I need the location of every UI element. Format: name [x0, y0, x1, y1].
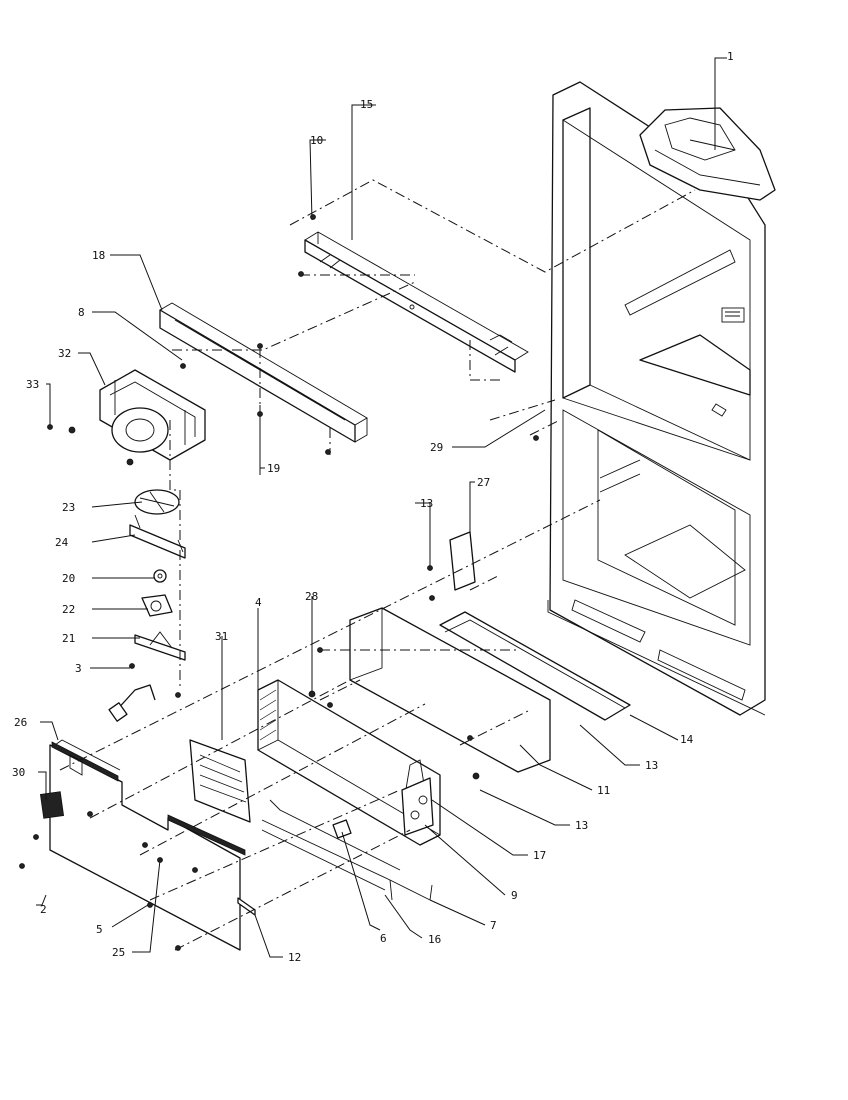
callout-22: 22	[62, 603, 75, 616]
callout-16: 16	[428, 933, 441, 946]
callout-13b: 13	[645, 759, 658, 772]
callout-31: 31	[215, 630, 228, 643]
callout-10: 10	[310, 134, 323, 147]
callout-29: 29	[430, 441, 443, 454]
evaporator-fan-shroud	[99, 369, 206, 461]
fan-wiring	[108, 684, 156, 722]
callout-5: 5	[96, 923, 103, 936]
leader-lines	[36, 57, 727, 958]
callout-24: 24	[55, 536, 69, 549]
suction-line	[401, 759, 434, 836]
callout-13c: 13	[575, 819, 588, 832]
callout-7: 7	[490, 919, 497, 932]
grommet	[153, 569, 167, 583]
callout-3: 3	[75, 662, 82, 675]
callout-1: 1	[727, 50, 734, 63]
air-duct	[159, 302, 368, 443]
thermostat-bracket	[449, 531, 476, 591]
motor-mount-bracket	[134, 631, 186, 661]
callout-9: 9	[511, 889, 518, 902]
callout-30: 30	[12, 766, 25, 779]
callout-11: 11	[597, 784, 610, 797]
callout-8: 8	[78, 306, 85, 319]
callout-18: 18	[92, 249, 105, 262]
callout-17: 17	[533, 849, 546, 862]
fan-motor	[141, 594, 173, 617]
drain-pan	[439, 611, 631, 721]
callout-15: 15	[360, 98, 373, 111]
evaporator	[257, 679, 441, 846]
callout-labels: 1 2 3 4 5 6 7 8 9 10 11 12 13 13 13 14 1…	[12, 50, 734, 964]
screws	[19, 214, 539, 951]
callout-20: 20	[62, 572, 75, 585]
callout-6: 6	[380, 932, 387, 945]
callout-14: 14	[680, 733, 694, 746]
callout-4: 4	[255, 596, 262, 609]
assembly-center-lines	[59, 179, 696, 951]
callout-33: 33	[26, 378, 39, 391]
fan-motor-bracket	[129, 514, 186, 559]
callout-32: 32	[58, 347, 71, 360]
callout-25: 25	[112, 946, 125, 959]
callout-27: 27	[477, 476, 490, 489]
fan-blade	[134, 489, 180, 515]
callout-28: 28	[305, 590, 318, 603]
callout-2: 2	[40, 903, 47, 916]
callout-23: 23	[62, 501, 75, 514]
defrost-terminator	[332, 819, 352, 839]
callout-19: 19	[267, 462, 280, 475]
cover-gasket	[167, 814, 246, 856]
mounting-bracket	[304, 231, 529, 373]
refrigerator-cabinet	[547, 81, 776, 716]
defrost-heater	[261, 799, 433, 901]
callout-13a: 13	[420, 497, 433, 510]
callout-12: 12	[288, 951, 301, 964]
drain-trough	[189, 739, 251, 823]
callout-26: 26	[14, 716, 27, 729]
callout-21: 21	[62, 632, 75, 645]
